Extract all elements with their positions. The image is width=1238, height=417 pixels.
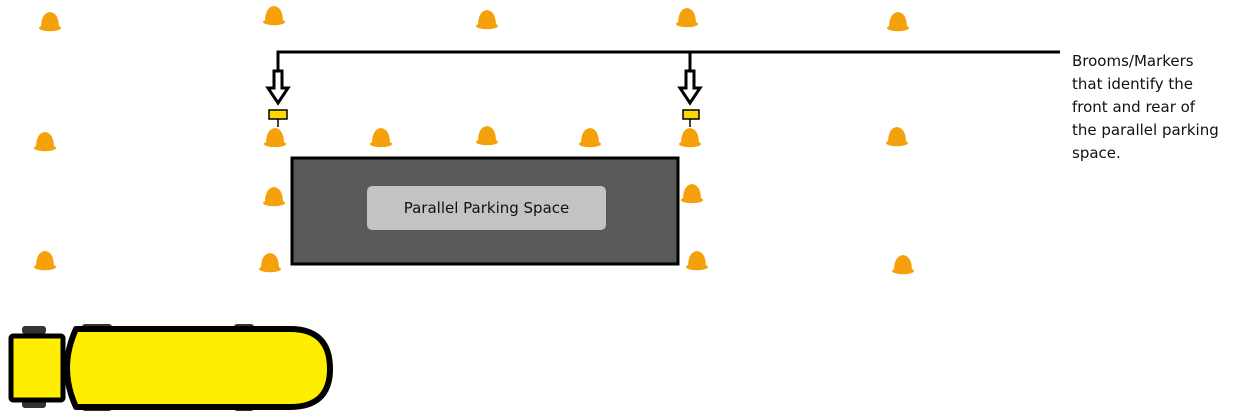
traffic-cone: [681, 184, 703, 204]
truck-cab: [8, 333, 66, 403]
traffic-cone: [39, 12, 61, 32]
traffic-cone: [676, 8, 698, 28]
arrow-down-icon: [265, 69, 291, 106]
traffic-cone: [259, 253, 281, 273]
parking-space-label: Parallel Parking Space: [367, 186, 606, 230]
traffic-cone: [264, 128, 286, 148]
callout-line: [276, 50, 1060, 77]
traffic-cone: [476, 126, 498, 146]
arrow-down-icon: [677, 69, 703, 106]
traffic-cone: [887, 12, 909, 32]
traffic-cone: [263, 6, 285, 26]
truck: [8, 324, 333, 411]
traffic-cone: [686, 251, 708, 271]
traffic-cone: [34, 132, 56, 152]
markers-annotation: Brooms/Markers that identify the front a…: [1072, 52, 1219, 162]
traffic-cone: [892, 255, 914, 275]
traffic-cone: [476, 10, 498, 30]
traffic-cone: [370, 128, 392, 148]
traffic-cone: [34, 251, 56, 271]
rear-marker: [682, 109, 700, 127]
traffic-cone: [263, 187, 285, 207]
truck-wheel: [22, 326, 46, 334]
truck-trailer: [64, 326, 333, 410]
traffic-cone: [886, 127, 908, 147]
traffic-cone: [579, 128, 601, 148]
traffic-cone: [679, 128, 701, 148]
front-marker: [268, 109, 288, 127]
